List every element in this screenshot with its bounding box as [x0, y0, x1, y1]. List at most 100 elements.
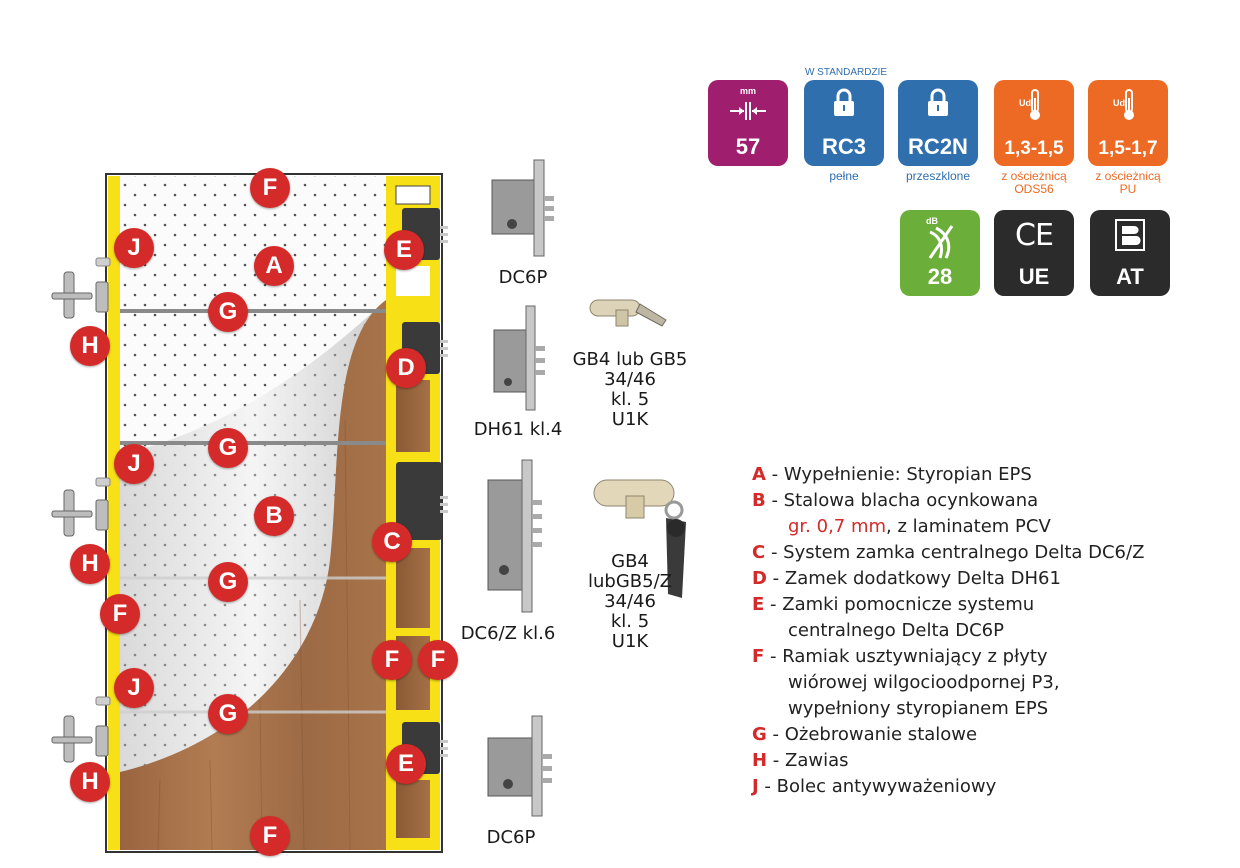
legend-key-a: A	[752, 464, 766, 485]
legend-text-b-rest: , z laminatem PCV	[886, 516, 1051, 537]
marker-g-3: G	[208, 562, 248, 602]
marker-e-1: E	[384, 230, 424, 270]
marker-f-left: F	[100, 594, 140, 634]
badge-ud-1-value: 1,3-1,5	[994, 138, 1074, 160]
marker-j-1: J	[114, 228, 154, 268]
marker-e-2: E	[386, 744, 426, 784]
lock-dcz-image	[482, 458, 552, 614]
badge-ud-2-caption: z ościeżnicą PU	[1084, 170, 1172, 196]
legend-item-b: B - Stalowa blacha ocynkowana	[752, 488, 1222, 514]
legend-item-f-line2: wiórowej wilgocioodpornej P3,	[752, 670, 1222, 696]
legend-text-f-line2: wiórowej wilgocioodpornej P3,	[788, 672, 1060, 693]
legend-key-f: F	[752, 646, 764, 667]
label-dc6p-top: DC6P	[488, 268, 558, 288]
badge-ud-2-value: 1,5-1,7	[1088, 138, 1168, 160]
badge-thickness: mm 57	[708, 80, 788, 166]
legend-item-c: C - System zamka centralnego Delta DC6/Z	[752, 540, 1222, 566]
badge-ud-2: Ud 1,5-1,7	[1088, 80, 1168, 166]
label-gb-top: GB4 lub GB5 34/46 kl. 5 U1K	[560, 350, 700, 430]
badge-ud-1-caption-line2: ODS56	[990, 183, 1078, 196]
badge-ce-value: UE	[994, 264, 1074, 290]
marker-d: D	[386, 348, 426, 388]
legend-item-g: G - Ożebrowanie stalowe	[752, 722, 1222, 748]
label-dc6p-bottom: DC6P	[476, 828, 546, 848]
caption-standard: W STANDARDZIE	[796, 66, 896, 79]
marker-j-2: J	[114, 444, 154, 484]
label-dh61: DH61 kl.4	[468, 420, 568, 440]
marker-h-3: H	[70, 762, 110, 802]
legend-item-f-line3: wypełniony styropianem EPS	[752, 696, 1222, 722]
label-gb-bottom-line5: U1K	[560, 632, 700, 652]
badge-ud-2-caption-line2: PU	[1084, 183, 1172, 196]
lock-dh61-image	[488, 302, 558, 412]
badge-db-value: 28	[900, 264, 980, 290]
marker-f-right-1: F	[372, 640, 412, 680]
badge-ud-1-caption: z ościeżnicą ODS56	[990, 170, 1078, 196]
padlock-icon	[832, 88, 856, 118]
legend-key-j: J	[752, 776, 759, 797]
legend-item-j: J - Bolec antywyważeniowy	[752, 774, 1222, 800]
badge-ud-1: Ud 1,3-1,5	[994, 80, 1074, 166]
marker-f-right-2: F	[418, 640, 458, 680]
thickness-arrows-icon	[728, 100, 768, 122]
lock-dc6p-bottom-image	[480, 714, 560, 818]
legend-text-c: - System zamka centralnego Delta DC6/Z	[765, 542, 1144, 563]
legend-text-f-line3: wypełniony styropianem EPS	[788, 698, 1048, 719]
legend-key-h: H	[752, 750, 767, 771]
legend-text-b: - Stalowa blacha ocynkowana	[766, 490, 1038, 511]
badge-thickness-unit: mm	[708, 86, 788, 96]
legend-text-a: - Wypełnienie: Styropian EPS	[766, 464, 1032, 485]
marker-f-top: F	[250, 168, 290, 208]
badge-rc3: RC3	[804, 80, 884, 166]
legend-text-j: - Bolec antywyważeniowy	[759, 776, 997, 797]
legend-key-d: D	[752, 568, 767, 589]
label-gb-bottom-line2: lubGB5/Z	[560, 572, 700, 592]
badge-rc3-caption: pełne	[804, 170, 884, 183]
label-gb-top-line3: kl. 5	[560, 390, 700, 410]
label-gb-bottom: GB4 lubGB5/Z 34/46 kl. 5 U1K	[560, 552, 700, 652]
thermometer-icon	[1026, 88, 1044, 122]
marker-j-3: J	[114, 668, 154, 708]
badge-thickness-value: 57	[708, 134, 788, 160]
legend-text-h: - Zawias	[767, 750, 848, 771]
label-gb-top-line2: 34/46	[560, 370, 700, 390]
label-dcz: DC6/Z kl.6	[448, 624, 568, 644]
legend-text-f: - Ramiak usztywniający z płyty	[764, 646, 1047, 667]
badge-rc2n-caption: przeszklone	[894, 170, 982, 183]
ce-mark-icon: CE	[994, 218, 1074, 253]
legend-text-d: - Zamek dodatkowy Delta DH61	[767, 568, 1061, 589]
legend-item-b-line2: gr. 0,7 mm, z laminatem PCV	[752, 514, 1222, 540]
badge-ud-2-label: Ud	[1070, 98, 1168, 108]
label-gb-bottom-line1: GB4	[560, 552, 700, 572]
legend-item-a: A - Wypełnienie: Styropian EPS	[752, 462, 1222, 488]
marker-g-1: G	[208, 292, 248, 332]
sound-muted-icon	[926, 224, 956, 260]
legend-item-d: D - Zamek dodatkowy Delta DH61	[752, 566, 1222, 592]
legend-text-g: - Ożebrowanie stalowe	[767, 724, 977, 745]
marker-f-bottom: F	[250, 816, 290, 856]
legend-key-e: E	[752, 594, 764, 615]
building-approval-icon	[1114, 218, 1146, 252]
marker-g-2: G	[208, 428, 248, 468]
badge-ce: CE UE	[994, 210, 1074, 296]
badge-at: AT	[1090, 210, 1170, 296]
legend-key-c: C	[752, 542, 765, 563]
label-gb-bottom-line3: 34/46	[560, 592, 700, 612]
marker-a: A	[254, 246, 294, 286]
badge-rc2n-value: RC2N	[898, 134, 978, 160]
lock-dc6p-top-image	[480, 158, 560, 258]
legend-item-e: E - Zamki pomocnicze systemu	[752, 592, 1222, 618]
badge-db: dB 28	[900, 210, 980, 296]
marker-b: B	[254, 496, 294, 536]
legend-text-b-thickness: gr. 0,7 mm	[788, 516, 886, 537]
legend-key-b: B	[752, 490, 766, 511]
badge-rc3-value: RC3	[804, 134, 884, 160]
legend-text-e-line2: centralnego Delta DC6P	[788, 620, 1004, 641]
cylinder-gb-top-image	[586, 290, 670, 334]
label-gb-top-line4: U1K	[560, 410, 700, 430]
legend-item-e-line2: centralnego Delta DC6P	[752, 618, 1222, 644]
padlock-icon	[926, 88, 950, 118]
marker-g-4: G	[208, 694, 248, 734]
badge-at-value: AT	[1090, 264, 1170, 290]
legend-item-h: H - Zawias	[752, 748, 1222, 774]
